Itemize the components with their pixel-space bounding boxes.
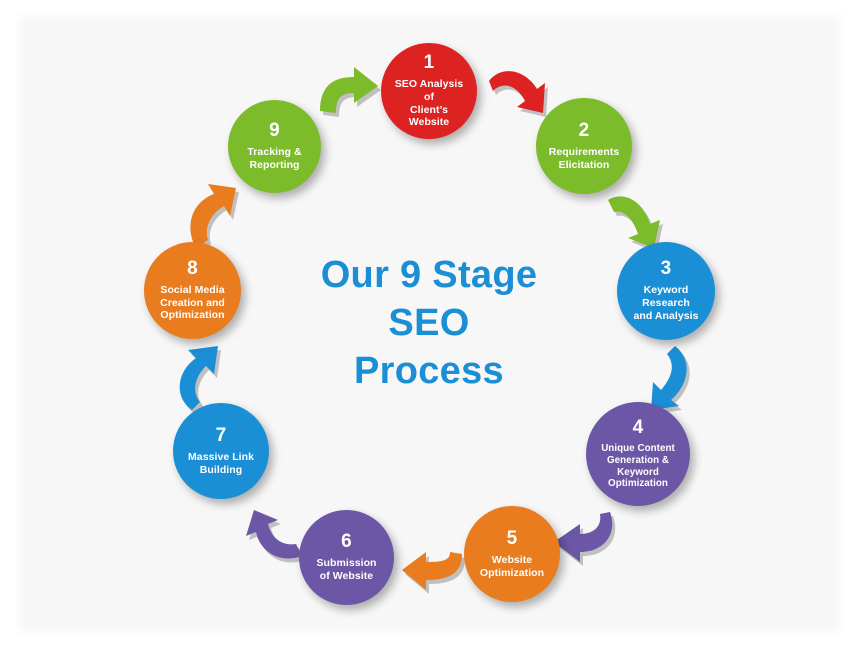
stage-label-1: SEO Analysis of Client’s Website <box>394 77 464 129</box>
arrow-stage-3-to-stage-4 <box>645 344 703 416</box>
arrow-stage-4-to-stage-5 <box>552 508 618 566</box>
title-line-2: SEO <box>388 301 470 344</box>
stage-node-5[interactable]: 5 Website Optimization <box>464 506 560 602</box>
stage-number-8: 8 <box>187 257 198 279</box>
arrow-stage-6-to-stage-7 <box>244 508 308 566</box>
stage-label-3: Keyword Research and Analysis <box>633 284 699 322</box>
stage-label-7: Massive Link Building <box>188 450 254 476</box>
title-line-3: Process <box>354 349 504 392</box>
arrow-stage-7-to-stage-8 <box>170 342 226 414</box>
stage-label-2: Requirements Elicitation <box>548 145 620 171</box>
title-line-1: Our 9 Stage <box>320 254 538 296</box>
diagram-title: Our 9 Stage SEO Process <box>300 252 558 396</box>
stage-node-7[interactable]: 7 Massive Link Building <box>173 403 269 499</box>
arrow-stage-9-to-stage-1 <box>316 62 386 122</box>
stage-label-8: Social Media Creation and Optimization <box>160 283 225 322</box>
stage-number-4: 4 <box>632 416 644 438</box>
stage-number-2: 2 <box>578 119 590 141</box>
stage-node-1[interactable]: 1 SEO Analysis of Client’s Website <box>381 43 477 139</box>
stage-node-9[interactable]: 9 Tracking & Reporting <box>228 100 321 193</box>
stage-number-5: 5 <box>506 527 518 549</box>
stage-label-4: Unique Content Generation & Keyword Opti… <box>601 442 675 490</box>
stage-number-7: 7 <box>215 424 227 446</box>
stage-number-6: 6 <box>341 531 352 553</box>
stage-node-6[interactable]: 6 Submission of Website <box>299 510 394 605</box>
stage-node-8[interactable]: 8 Social Media Creation and Optimization <box>144 242 241 339</box>
arrow-stage-8-to-stage-9 <box>186 182 242 254</box>
stage-number-3: 3 <box>660 258 672 280</box>
stage-number-1: 1 <box>423 51 435 73</box>
arrow-stage-2-to-stage-3 <box>604 190 670 252</box>
arrow-stage-5-to-stage-6 <box>400 548 465 596</box>
stage-node-3[interactable]: 3 Keyword Research and Analysis <box>617 242 715 340</box>
stage-label-9: Tracking & Reporting <box>247 146 302 171</box>
stage-node-2[interactable]: 2 Requirements Elicitation <box>536 98 632 194</box>
arrow-stage-1-to-stage-2 <box>487 63 553 125</box>
stage-node-4[interactable]: 4 Unique Content Generation & Keyword Op… <box>586 402 690 506</box>
stage-label-6: Submission of Website <box>316 557 377 582</box>
stage-number-9: 9 <box>269 120 280 142</box>
stage-label-5: Website Optimization <box>479 553 545 579</box>
